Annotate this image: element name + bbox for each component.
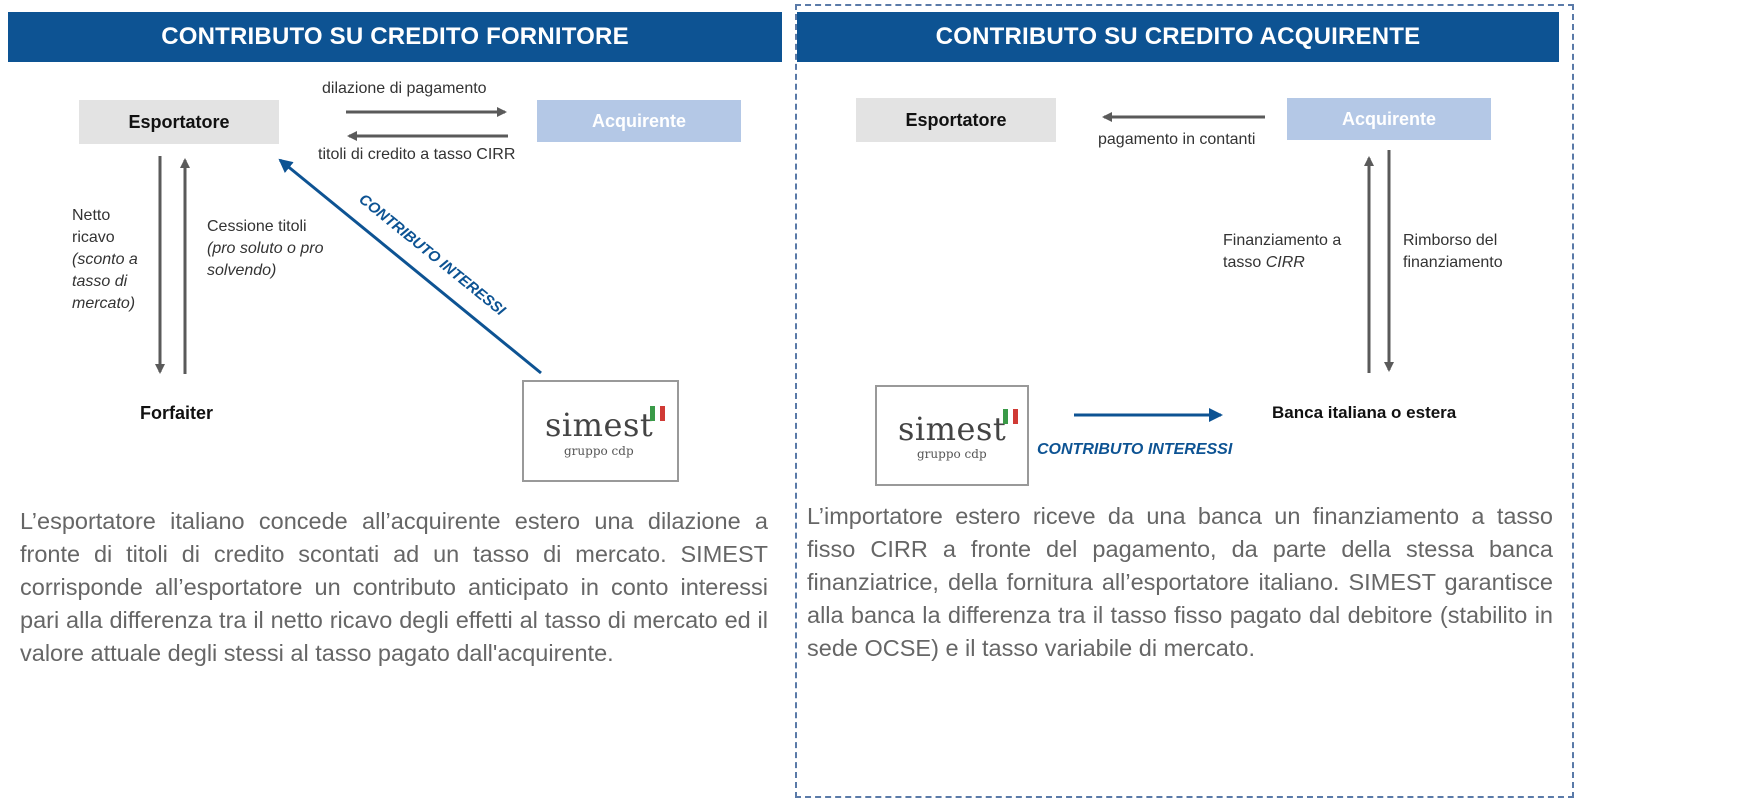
- right-logo-name: simest: [898, 410, 1007, 448]
- left-buyer-box: Acquirente: [537, 100, 741, 142]
- left-arrow-top-label: dilazione di pagamento: [322, 80, 487, 97]
- right-payment-label: pagamento in contanti: [1098, 131, 1256, 148]
- left-transfer-label: Cessione titoli (pro soluto o pro solven…: [207, 216, 367, 282]
- left-arrow-bottom-label: titoli di credito a tasso CIRR: [318, 146, 516, 163]
- left-transfer-label-italic: (pro soluto o pro solvendo): [207, 240, 324, 279]
- right-bank: Banca italiana o estera: [1272, 403, 1457, 422]
- right-paragraph: L’importatore estero riceve da una banca…: [807, 503, 1553, 661]
- right-arrows: [1074, 112, 1394, 422]
- left-forfaiter: Forfaiter: [140, 403, 214, 423]
- italy-flag-icon: [650, 406, 665, 421]
- left-net-label-plain: Netto ricavo: [72, 207, 115, 246]
- right-repayment-label: Rimborso del finanziamento: [1403, 232, 1503, 271]
- right-logo-sub: gruppo cdp: [917, 447, 987, 461]
- right-header: CONTRIBUTO SU CREDITO ACQUIRENTE: [797, 12, 1559, 62]
- italy-flag-icon: [1003, 409, 1018, 424]
- left-exporter-box: Esportatore: [79, 100, 279, 144]
- right-logo: simest gruppo cdp: [875, 385, 1029, 486]
- left-logo-sub: gruppo cdp: [564, 444, 634, 458]
- left-net-label-italic: (sconto a tasso di mercato): [72, 251, 138, 312]
- left-net-label: Netto ricavo (sconto a tasso di mercato): [72, 205, 162, 315]
- right-contrib-label: CONTRIBUTO INTERESSI: [1037, 441, 1233, 458]
- left-header: CONTRIBUTO SU CREDITO FORNITORE: [8, 12, 782, 62]
- right-financing-label-italic: CIRR: [1265, 254, 1305, 271]
- right-financing-label-plain: Finanziamento a tasso: [1223, 232, 1342, 271]
- left-logo: simest gruppo cdp: [522, 380, 679, 482]
- left-logo-name: simest: [545, 406, 654, 444]
- right-exporter-box: Esportatore: [856, 98, 1056, 142]
- left-diagonal-arrow: [278, 158, 542, 375]
- left-arrows: [155, 107, 542, 375]
- left-paragraph: L’esportatore italiano concede all’acqui…: [20, 508, 768, 666]
- right-financing-label: Finanziamento a tasso CIRR: [1223, 230, 1363, 274]
- right-buyer-box: Acquirente: [1287, 98, 1491, 140]
- left-transfer-label-plain: Cessione titoli: [207, 218, 307, 235]
